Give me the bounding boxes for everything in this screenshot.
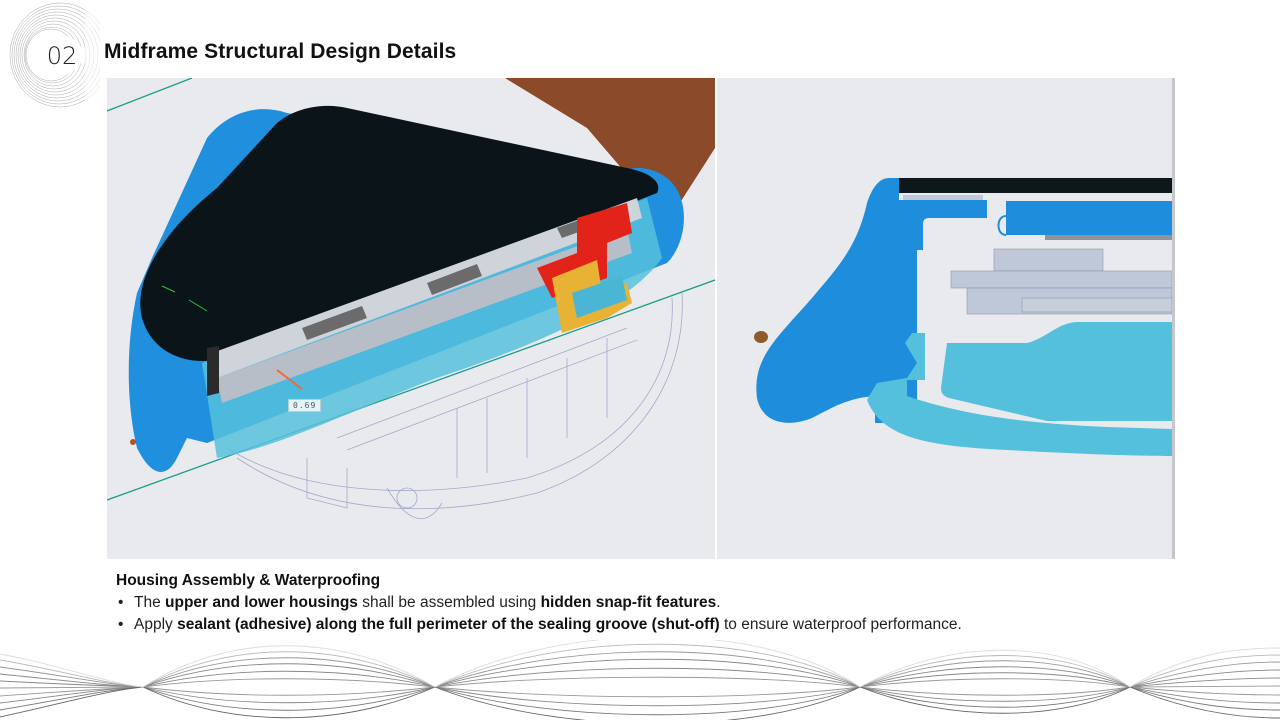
dimension-label: 0.69 [288, 399, 322, 412]
cross-section-illustration [754, 178, 1172, 456]
text: Apply [134, 616, 178, 633]
watch-3d-section-illustration [107, 78, 715, 519]
bullet-snap-fit: The upper and lower housings shall be as… [116, 592, 962, 614]
emphasis: upper and lower housings [165, 594, 358, 611]
bullet-sealant: Apply sealant (adhesive) along the full … [116, 614, 962, 636]
text: to ensure waterproof performance. [719, 616, 962, 633]
notes-section: Housing Assembly & Waterproofing The upp… [116, 570, 962, 636]
page-title: Midframe Structural Design Details [104, 40, 457, 63]
figure-3d-section: 0.69 [107, 78, 715, 559]
decorative-waves-icon [0, 640, 1280, 720]
text: shall be assembled using [357, 594, 541, 611]
text: . [716, 594, 721, 611]
emphasis: hidden snap-fit features [540, 594, 717, 611]
text: The [134, 594, 166, 611]
emphasis: sealant (adhesive) along the full perime… [177, 616, 720, 633]
figure-cross-section [717, 78, 1175, 559]
radial-lines-icon [9, 0, 100, 110]
notes-heading: Housing Assembly & Waterproofing [116, 572, 381, 589]
section-number: 02 [46, 42, 78, 70]
section-badge: 02 [0, 0, 100, 110]
